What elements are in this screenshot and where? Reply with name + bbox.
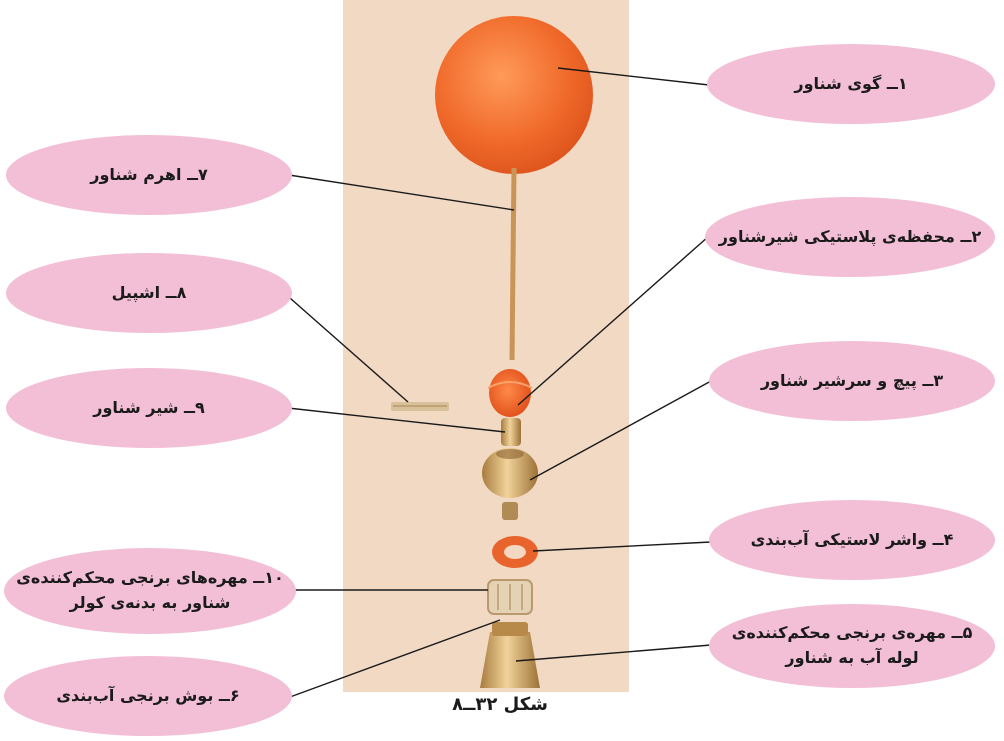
- leader-line-3: [530, 381, 711, 480]
- label-brass-bushing: ۶ــ بوش برنجی آب‌بندی: [4, 656, 292, 736]
- label-rubber-washer: ۴ــ واشر لاستیکی آب‌بندی: [709, 500, 995, 580]
- figure-caption: شکل ۳۲ــ۸: [410, 694, 590, 715]
- leader-line-4: [533, 542, 711, 551]
- leader-line-5: [516, 645, 711, 661]
- label-float-lever: ۷ــ اهرم شناور: [6, 135, 292, 215]
- leader-line-2: [518, 236, 709, 405]
- label-screw-and-valve-head: ۳ــ پیچ و سرشیر شناور: [709, 341, 995, 421]
- label-split-pin: ۸ــ اشپیل: [6, 253, 292, 333]
- label-float-valve: ۹ــ شیر شناور: [6, 368, 292, 448]
- label-brass-nut-water-pipe: ۵ــ مهره‌ی برنجی محکم‌کننده‌ی لوله آب به…: [709, 604, 995, 688]
- leader-line-6: [290, 620, 500, 697]
- label-float-ball: ۱ــ گوی شناور: [707, 44, 995, 124]
- leader-line-8: [282, 291, 408, 402]
- leader-line-7: [289, 175, 514, 210]
- label-brass-nuts-cooler-body: ۱۰ــ مهره‌های برنجی محکم‌کننده‌ی شناور ب…: [4, 548, 296, 634]
- leader-line-1: [558, 68, 709, 85]
- leader-line-9: [288, 408, 505, 432]
- label-plastic-valve-housing: ۲ــ محفظه‌ی پلاستیکی شیرشناور: [705, 197, 995, 277]
